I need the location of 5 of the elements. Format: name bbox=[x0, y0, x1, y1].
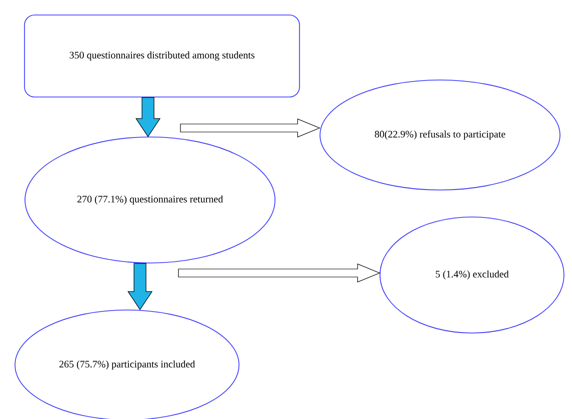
process-box: 350 questionnaires distributed among students bbox=[24, 14, 300, 98]
block-arrow bbox=[180, 118, 320, 138]
block-arrow bbox=[127, 263, 153, 310]
block-arrow bbox=[178, 264, 380, 282]
block-arrow bbox=[135, 97, 161, 138]
